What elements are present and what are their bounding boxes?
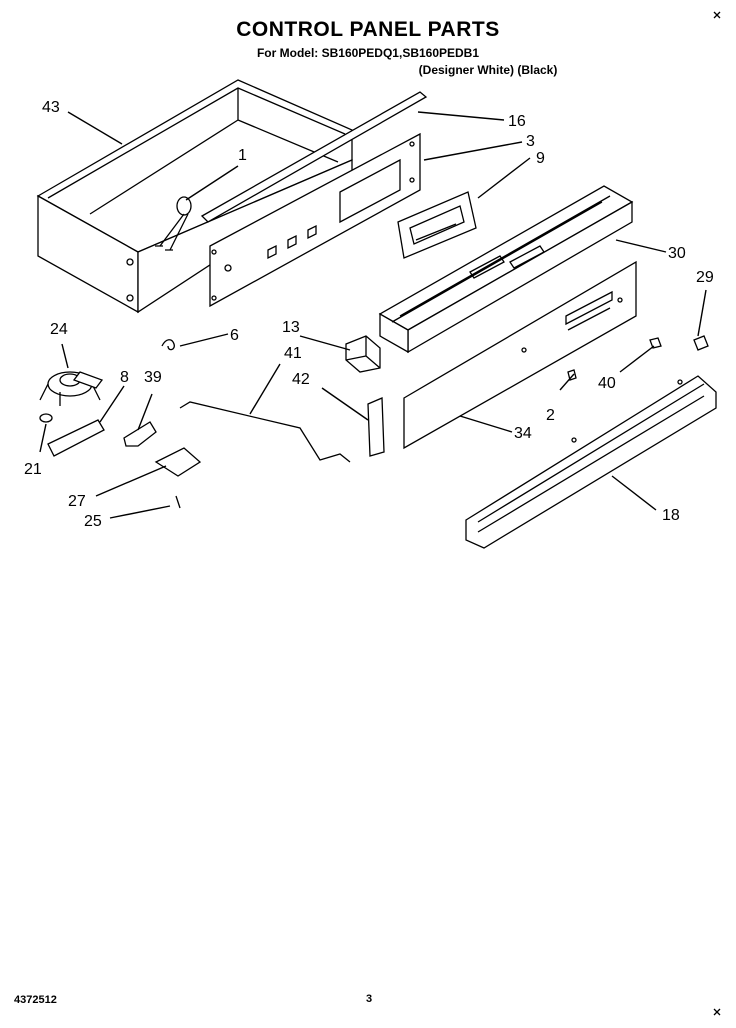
part-9-display [397,191,477,259]
callout-8: 8 [120,369,129,386]
part-13-switch [345,335,381,373]
part-8-arm [47,419,105,457]
models-line: For Model: SB160PEDQ1,SB160PEDB1 [256,46,480,60]
callout-30: 30 [668,245,686,262]
callout-13: 13 [282,319,300,336]
callout-34: 34 [514,425,532,442]
part-18-rail [465,375,717,549]
variants-line: (Designer White) (Black) [418,63,558,77]
part-16-strip [200,91,428,223]
callout-39: 39 [144,369,162,386]
part-30-console [378,185,634,354]
callout-16: 16 [508,113,526,130]
part-29-knob [693,335,709,351]
callout-2: 2 [546,407,555,424]
callout-9: 9 [536,150,545,167]
callout-3: 3 [526,133,535,150]
corner-mark-icon [713,11,721,19]
corner-mark-icon [713,1008,721,1016]
callout-21: 21 [24,461,42,478]
callout-27: 27 [68,493,86,510]
leader-lines [39,111,707,519]
part-25-screw [175,495,181,509]
diagram-title: CONTROL PANEL PARTS [236,18,500,41]
callout-43: 43 [42,99,60,116]
part-1-connector [155,196,192,251]
part-34-front-panel [403,260,637,450]
part-3-bracket [209,132,421,308]
callout-41: 41 [284,345,302,362]
part-27-bracket [154,447,202,477]
part-39-cam [123,421,157,447]
callout-29: 29 [696,269,714,286]
callout-40: 40 [598,375,616,392]
callout-1: 1 [238,147,247,164]
callout-labels: 43 16 3 9 1 30 29 6 24 8 39 13 41 42 40 … [24,99,714,530]
callout-25: 25 [84,513,102,530]
document-number: 4372512 [14,994,57,1006]
part-6-clip [161,339,175,351]
part-40-bulb [649,337,662,349]
part-42-channel [367,397,385,457]
part-21-washer [39,413,53,423]
part-41-rod [179,401,351,463]
callout-24: 24 [50,321,68,338]
callout-42: 42 [292,371,310,388]
page-number: 3 [366,993,373,1005]
part-2-screw [567,369,577,381]
part-24-motor [39,371,104,406]
callout-18: 18 [662,507,680,524]
callout-6: 6 [230,327,239,344]
